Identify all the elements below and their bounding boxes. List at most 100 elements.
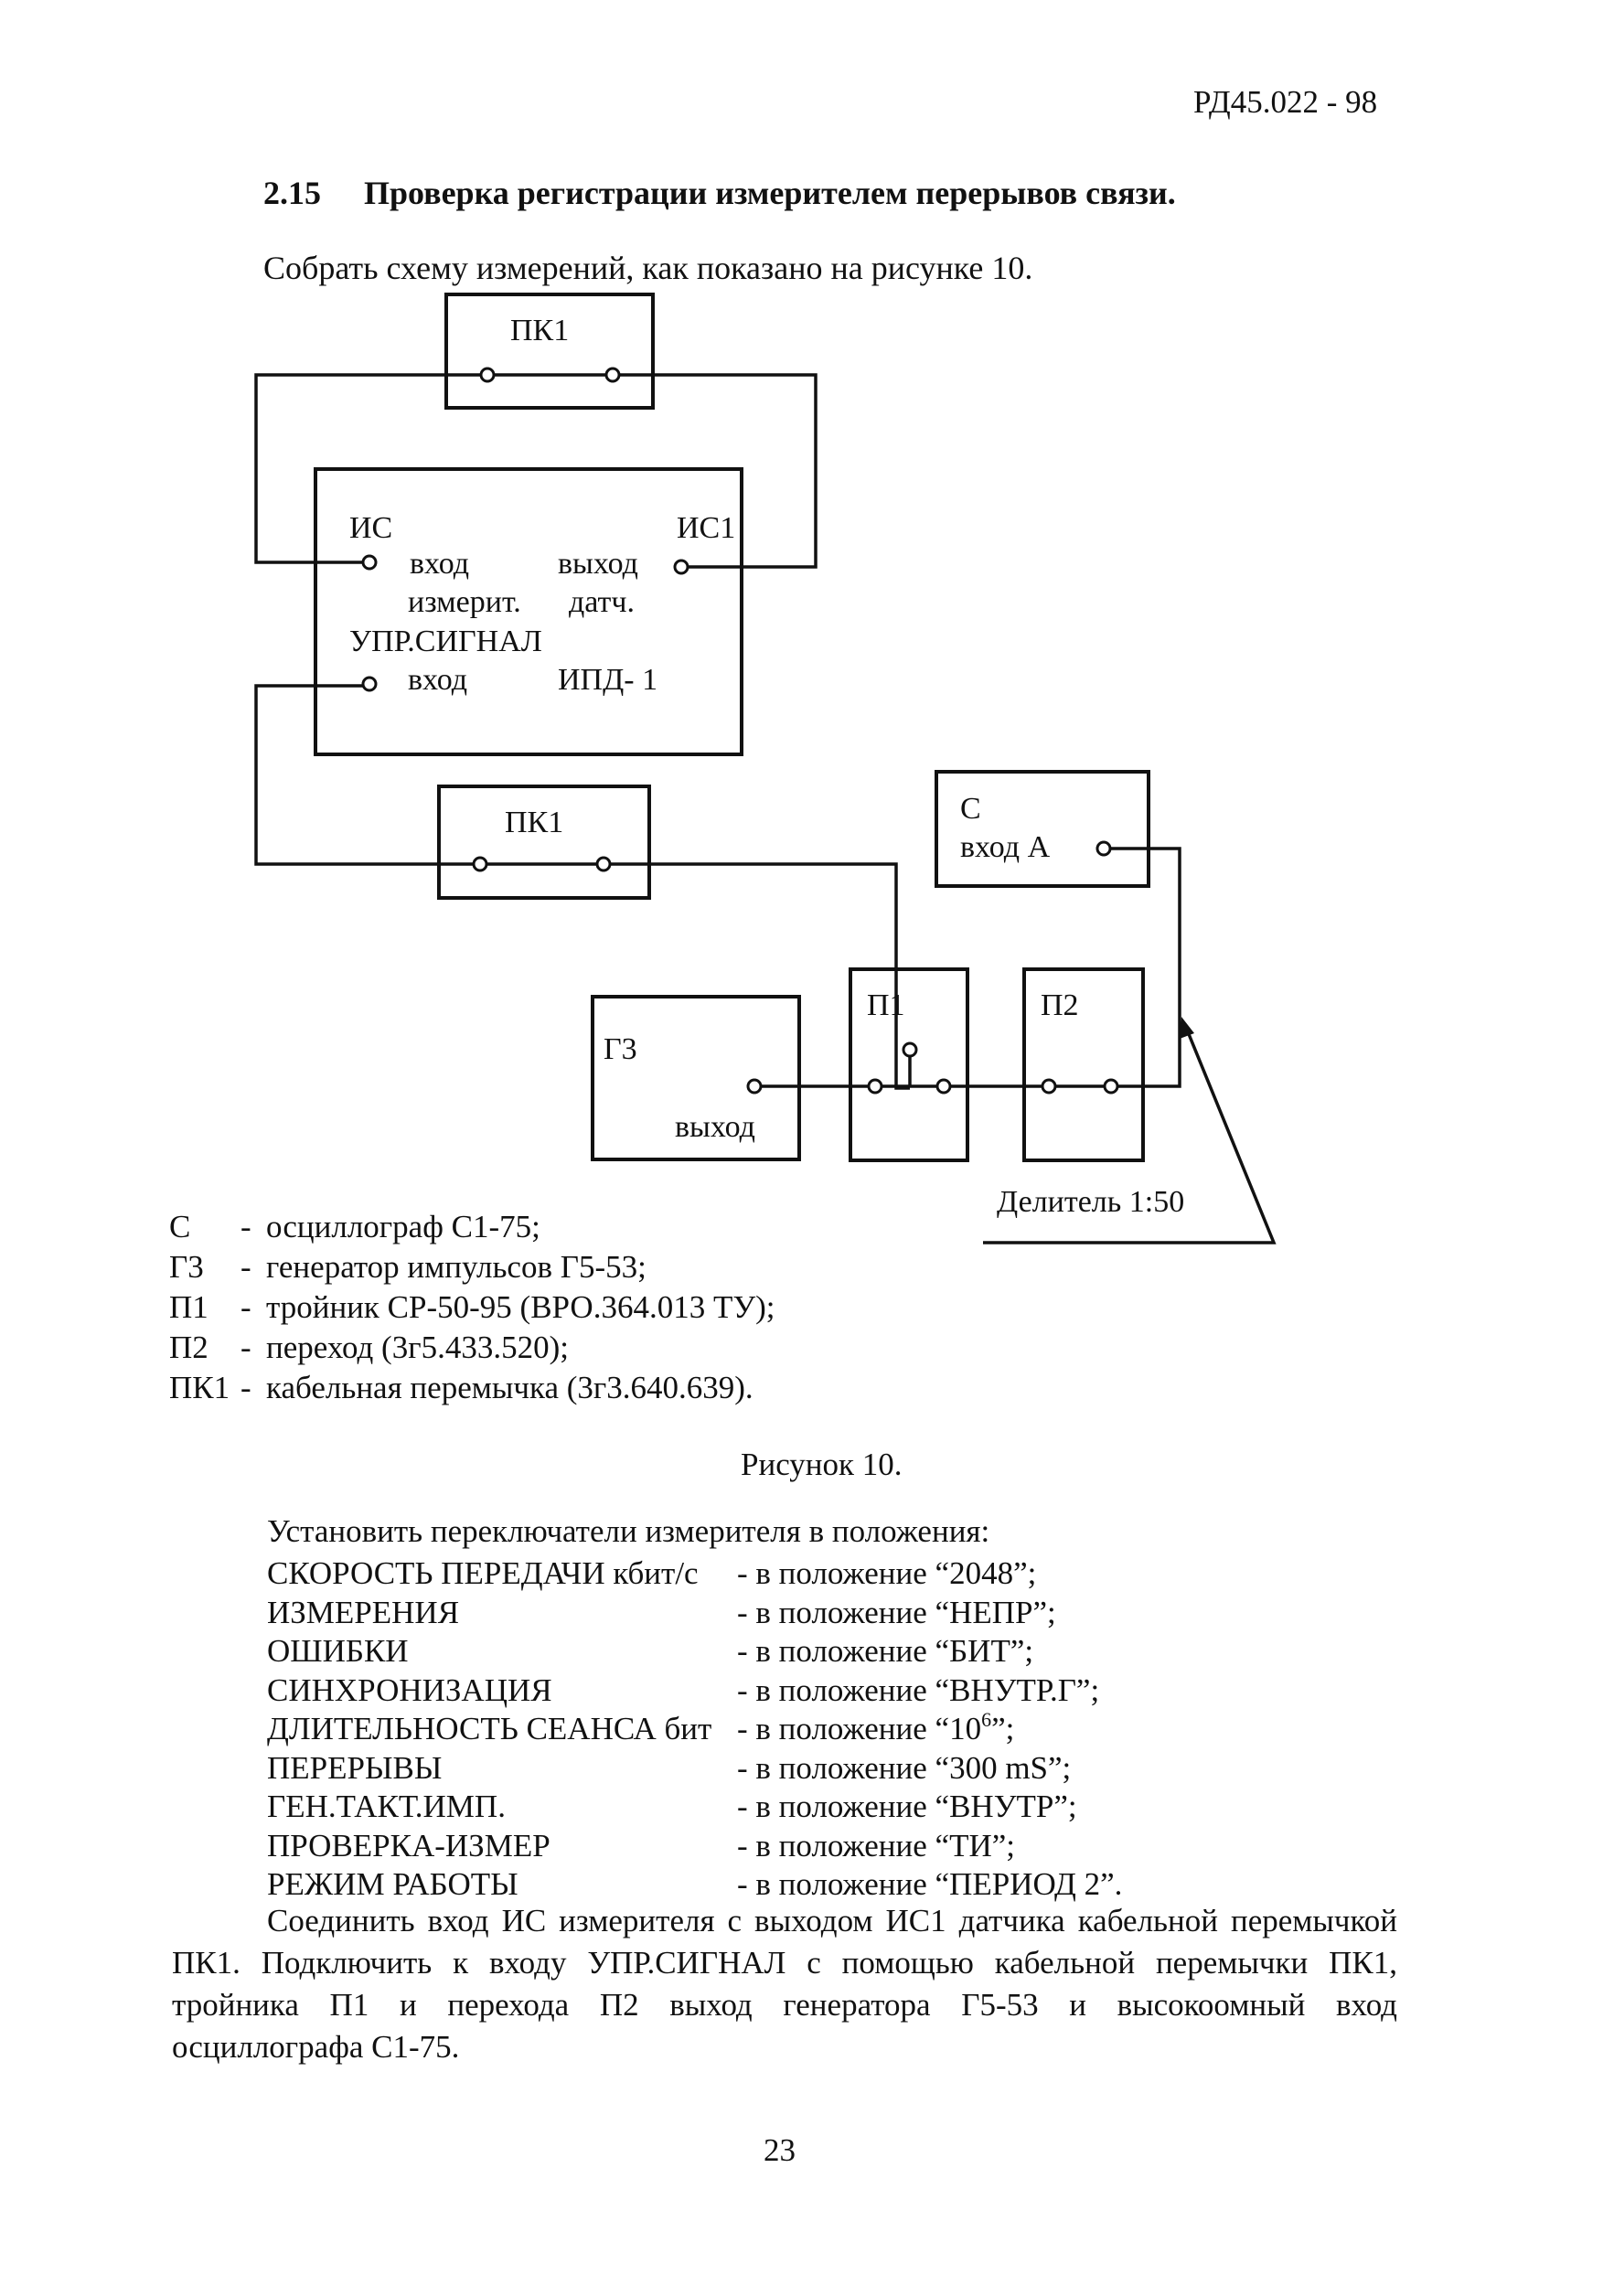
tee-label: П1 — [867, 988, 905, 1022]
jack-top-cable-left — [479, 367, 496, 383]
legend-item: П1-тройник СР-50-95 (ВРО.364.013 ТУ); — [169, 1287, 775, 1328]
divider-pointer-line — [983, 1029, 1277, 1244]
divider-arrowhead — [1180, 1017, 1194, 1039]
meter-measure-label: измерит. — [408, 585, 521, 619]
legend-key: П2 — [169, 1330, 208, 1365]
tee-box — [849, 967, 969, 1162]
setting-value: - в положение “ПЕРИОД 2”. — [737, 1866, 1123, 1903]
legend-item: Г3-генератор импульсов Г5-53; — [169, 1247, 775, 1287]
jack-adapter-left — [1041, 1078, 1057, 1095]
section-heading: 2.15 Проверка регистрации измерителем пер… — [263, 174, 1176, 212]
wire-top-left — [254, 373, 487, 564]
oscilloscope-letter: С — [960, 792, 981, 826]
meter-is-right-label: ИС1 — [677, 511, 735, 545]
legend-key: С — [169, 1209, 191, 1244]
legend-key: ПК1 — [169, 1370, 230, 1405]
paragraph-line: тройника П1 и перехода П2 выход генерато… — [172, 1987, 1397, 2023]
page-number: 23 — [764, 2132, 796, 2168]
setting-name: ПРОВЕРКА-ИЗМЕР — [267, 1827, 550, 1863]
setting-value: - в положение “2048”; — [737, 1555, 1037, 1592]
jack-top-cable-right — [604, 367, 621, 383]
section-title: Проверка регистрации измерителем перерыв… — [364, 175, 1176, 211]
settings-row: ОШИБКИ- в положение “БИТ”; — [267, 1632, 1122, 1671]
jack-tee-right — [935, 1078, 952, 1095]
generator-box — [591, 995, 801, 1161]
legend-text: тройник СР-50-95 (ВРО.364.013 ТУ); — [266, 1289, 775, 1325]
oscilloscope-input-label: вход А — [960, 830, 1051, 864]
setting-value: - в положение “ВНУТР”; — [737, 1789, 1077, 1825]
setting-value: - в положение “300 mS”; — [737, 1749, 1072, 1786]
jack-meter-input — [361, 554, 378, 571]
jack-tee-left — [867, 1078, 883, 1095]
jack-adapter-right — [1103, 1078, 1119, 1095]
setting-value: - в положение “ВНУТР.Г”; — [737, 1671, 1100, 1708]
setting-value: - в положение “БИТ”; — [737, 1633, 1034, 1670]
oscilloscope-box — [935, 770, 1150, 888]
settings-row: ИЗМЕРЕНИЯ - в положение “НЕПР”; — [267, 1594, 1122, 1633]
section-number: 2.15 — [263, 175, 321, 211]
legend-text: кабельная перемычка (3г3.640.639). — [266, 1370, 753, 1405]
wire-to-tee — [604, 862, 910, 1090]
jack-generator-output — [746, 1078, 763, 1095]
setting-name: ИЗМЕРЕНИЯ — [267, 1594, 460, 1630]
settings-row: СИНХРОНИЗАЦИЯ - в положение “ВНУТР.Г”; — [267, 1671, 1122, 1711]
settings-row: ГЕН.ТАКТ.ИМП. - в положение “ВНУТР”; — [267, 1788, 1122, 1827]
switch-settings: Установить переключатели измерителя в по… — [267, 1513, 1122, 1905]
setting-value: - в положение “106”; — [737, 1708, 1015, 1747]
top-cable-label: ПК1 — [510, 314, 569, 347]
setting-value-text: - в положение “10 — [737, 1711, 982, 1747]
setting-name: ДЛИТЕЛЬНОСТЬ СЕАНСА бит — [267, 1711, 712, 1747]
jack-scope-input — [1095, 840, 1112, 857]
meter-ctrl-signal-label: УПР.СИГНАЛ — [349, 625, 542, 658]
generator-label: Г3 — [604, 1032, 637, 1066]
jack-bottom-cable-left — [472, 856, 488, 872]
setting-value-exponent: 6 — [981, 1708, 992, 1732]
setting-value: - в положение “НЕПР”; — [737, 1594, 1056, 1630]
jack-bottom-cable-right — [595, 856, 612, 872]
meter-box — [314, 467, 743, 756]
legend-key: П1 — [169, 1289, 208, 1325]
legend-item: С -осциллограф С1-75; — [169, 1207, 775, 1247]
setting-value-end: ”; — [991, 1711, 1015, 1747]
paragraph-line: Соединить вход ИС измерителя с выходом И… — [267, 1903, 1397, 1938]
connection-instructions: Соединить вход ИС измерителя с выходом И… — [172, 1900, 1397, 2068]
wire-top-right — [613, 373, 818, 569]
settings-row: СКОРОСТЬ ПЕРЕДАЧИ кбит/с - в положение “2… — [267, 1554, 1122, 1594]
document-number: РД45.022 - 98 — [1193, 84, 1378, 120]
legend-dash: - — [240, 1330, 251, 1365]
legend-dash: - — [240, 1249, 251, 1285]
setting-name: ГЕН.ТАКТ.ИМП. — [267, 1789, 506, 1825]
paragraph-line: осциллографа С1-75. — [172, 2029, 460, 2065]
top-cable-box — [444, 293, 655, 410]
settings-heading: Установить переключатели измерителя в по… — [267, 1513, 990, 1549]
meter-sensor-label: датч. — [569, 585, 635, 619]
setting-name: ПЕРЕРЫВЫ — [267, 1749, 443, 1786]
settings-row: ПЕРЕРЫВЫ - в положение “300 mS”; — [267, 1749, 1122, 1789]
wire-left-bottom — [254, 684, 480, 866]
meter-input-label: вход — [410, 547, 469, 581]
meter-output-label: выход — [558, 547, 638, 581]
setting-name: СКОРОСТЬ ПЕРЕДАЧИ кбит/с — [267, 1555, 699, 1592]
meter-ctrl-input-label: вход — [408, 663, 467, 697]
bottom-cable-box — [437, 785, 651, 900]
legend-text: осциллограф С1-75; — [266, 1209, 540, 1244]
legend-dash: - — [240, 1289, 251, 1325]
setting-value: - в положение “ТИ”; — [737, 1827, 1015, 1863]
setting-name: СИНХРОНИЗАЦИЯ — [267, 1671, 552, 1708]
measurement-circuit-diagram: ПК1 ИС ИС1 вход выход измерит. датч. УПР… — [254, 293, 1277, 1244]
setting-name: РЕЖИМ РАБОТЫ — [267, 1866, 518, 1903]
figure-caption: Рисунок 10. — [741, 1447, 903, 1482]
generator-output-label: выход — [675, 1110, 755, 1144]
settings-row: ДЛИТЕЛЬНОСТЬ СЕАНСА бит - в положение “10… — [267, 1708, 1122, 1749]
divider-label: Делитель 1:50 — [997, 1185, 1184, 1219]
jack-tee-top — [902, 1041, 918, 1058]
legend-key: Г3 — [169, 1249, 204, 1285]
legend-dash: - — [240, 1209, 251, 1244]
jack-sensor-output — [673, 559, 689, 575]
jack-ctrl-input — [361, 676, 378, 692]
paragraph-line: ПК1. Подключить к входу УПР.СИГНАЛ с пом… — [172, 1945, 1397, 1981]
settings-row: ПРОВЕРКА-ИЗМЕР - в положение “ТИ”; — [267, 1827, 1122, 1866]
intro-text: Собрать схему измерений, как показано на… — [263, 250, 1033, 286]
legend-text: переход (3г5.433.520); — [266, 1330, 569, 1365]
bottom-cable-label: ПК1 — [505, 806, 563, 839]
